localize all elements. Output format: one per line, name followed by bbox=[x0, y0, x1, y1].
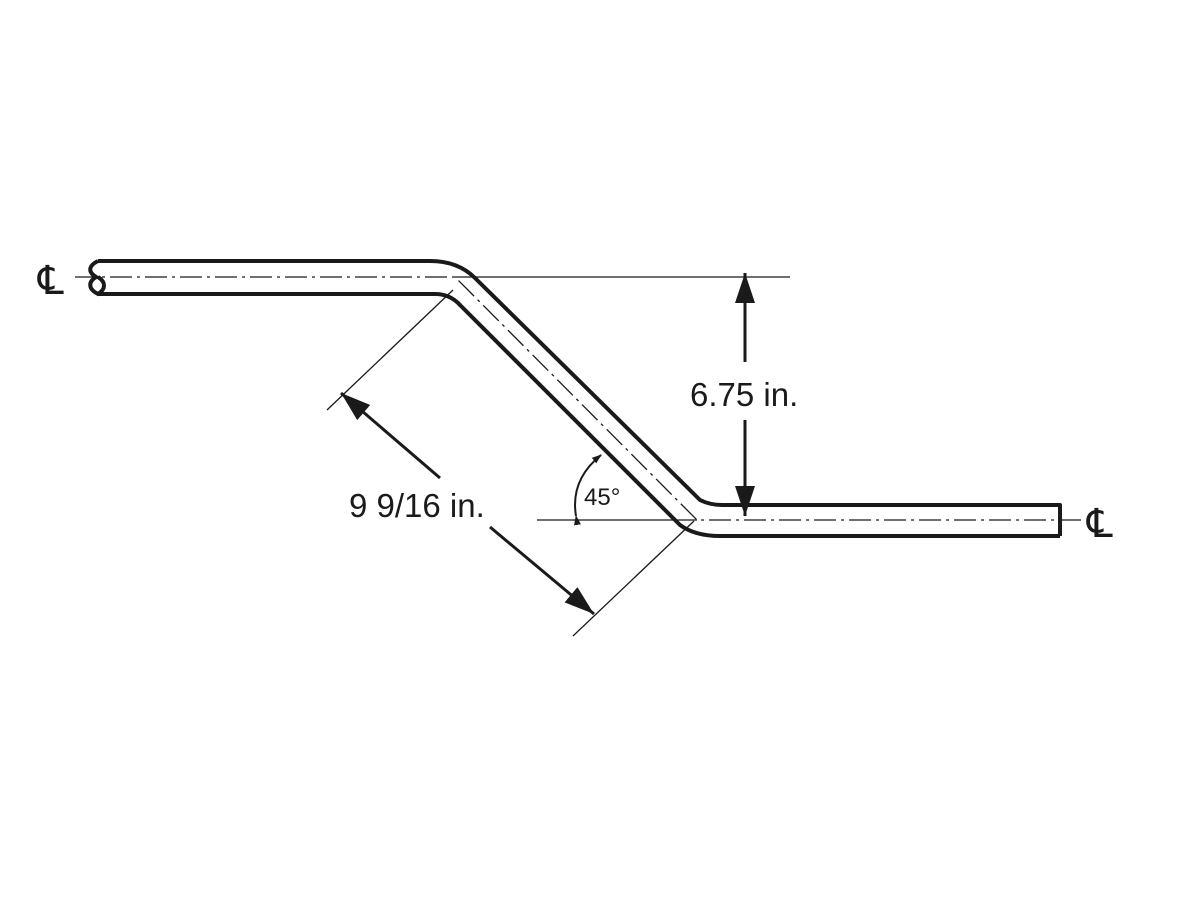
bend-angle-label: 45° bbox=[584, 484, 620, 511]
offset-height-label: 6.75 in. bbox=[690, 376, 798, 413]
pipe-lower-edge bbox=[98, 292, 1060, 538]
angle-arc bbox=[574, 454, 602, 526]
travel-dimension-arrow-upper bbox=[340, 391, 441, 480]
travel-extension-line-top bbox=[326, 289, 454, 411]
travel-length-label: 9 9/16 in. bbox=[349, 487, 485, 524]
pipe-broken-end bbox=[88, 259, 106, 297]
pipe-upper-edge bbox=[98, 259, 1062, 536]
centerline-symbol-right: ℄ bbox=[1086, 501, 1113, 547]
pipe-centerline bbox=[75, 276, 1085, 521]
travel-dimension-arrow-lower bbox=[489, 525, 595, 616]
centerline-symbol-left: ℄ bbox=[37, 258, 64, 304]
travel-extension-line-bottom bbox=[572, 520, 695, 637]
